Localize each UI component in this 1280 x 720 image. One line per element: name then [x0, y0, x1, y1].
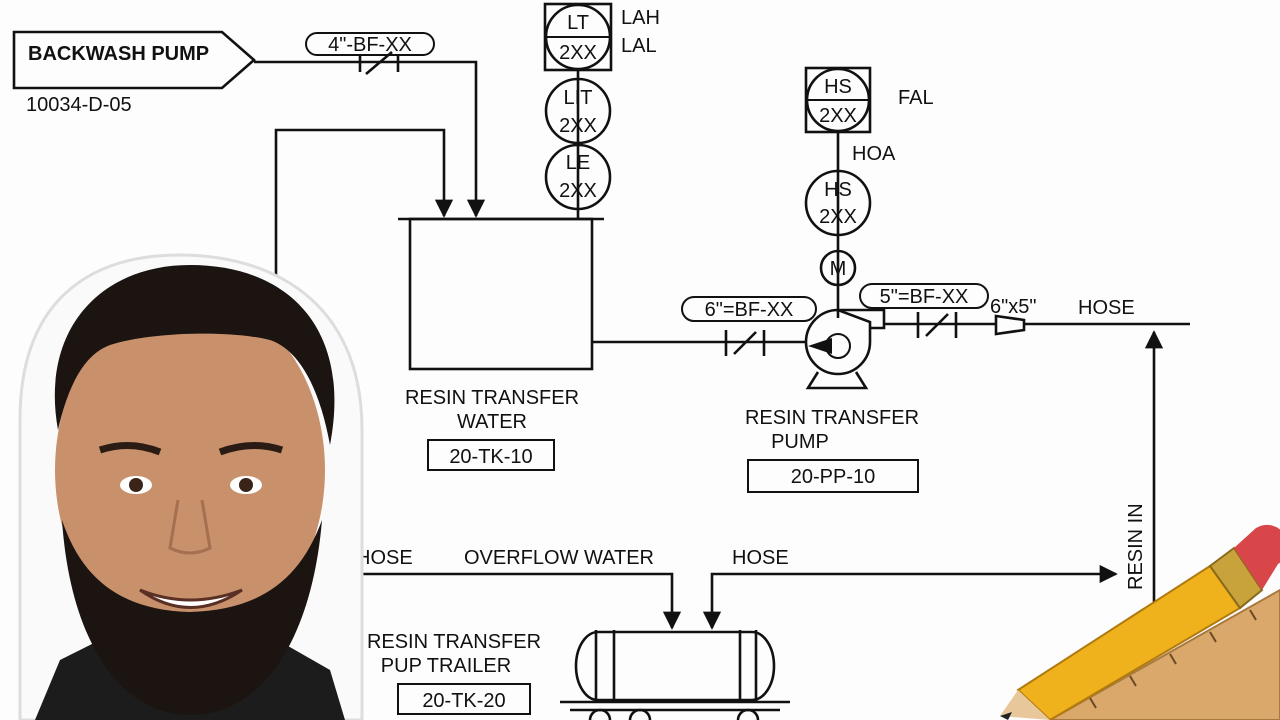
backwash-pump-connector[interactable]: BACKWASH PUMP: [12, 30, 256, 90]
tank-name-1: RESIN TRANSFER: [405, 387, 579, 409]
recirculation-line: [274, 128, 454, 300]
svg-text:2XX: 2XX: [559, 180, 597, 202]
svg-text:M: M: [830, 258, 847, 280]
backwash-line: [254, 60, 486, 218]
hs-panel-instrument[interactable]: HS 2XX: [804, 66, 872, 134]
svg-text:HS: HS: [824, 76, 852, 98]
resin-transfer-pump[interactable]: [804, 308, 886, 390]
fal-alarm-label: FAL: [898, 87, 934, 109]
backwash-pump-ref: 10034-D-05: [26, 94, 132, 116]
resin-transfer-water-tank[interactable]: [398, 217, 604, 371]
trailer-name-2: PUP TRAILER: [381, 655, 511, 677]
line-tag-5in: 5"=BF-XX: [859, 283, 989, 309]
svg-text:LIT: LIT: [564, 87, 593, 109]
resin-transfer-pup-trailer[interactable]: [560, 630, 790, 720]
svg-text:4"-BF-XX: 4"-BF-XX: [328, 34, 412, 56]
reducer-label: 6"x5": [990, 296, 1036, 318]
valve-6in: [724, 330, 766, 356]
tank-name-2: WATER: [457, 411, 527, 433]
pump-name-1: RESIN TRANSFER: [745, 407, 919, 429]
svg-text:6"=BF-XX: 6"=BF-XX: [705, 299, 794, 321]
svg-text:HS: HS: [824, 179, 852, 201]
valve-4in: [358, 51, 400, 75]
overflow-line: [350, 572, 682, 630]
backwash-pump-label: BACKWASH PUMP: [28, 43, 209, 65]
overflow-water-label: OVERFLOW WATER: [464, 547, 654, 569]
pump-tag: 20-PP-10: [747, 459, 919, 493]
hose-right-label: HOSE: [1078, 297, 1135, 319]
svg-text:2XX: 2XX: [819, 105, 857, 127]
svg-text:LT: LT: [567, 12, 589, 34]
svg-text:20-TK-20: 20-TK-20: [422, 690, 505, 712]
resin-in-label: RESIN IN: [1125, 503, 1147, 590]
le-instrument[interactable]: LE 2XX: [544, 143, 612, 211]
hose-to-resin-line: [702, 564, 1118, 630]
reducer-6x5: [994, 314, 1026, 336]
trailer-name-1: RESIN TRANSFER: [367, 631, 541, 653]
svg-text:5"=BF-XX: 5"=BF-XX: [880, 286, 969, 308]
svg-text:2XX: 2XX: [559, 115, 597, 137]
tank-tag: 20-TK-10: [427, 439, 555, 471]
svg-text:20-TK-10: 20-TK-10: [449, 446, 532, 468]
pencil-graphic: [1000, 524, 1280, 720]
motor[interactable]: M: [819, 249, 857, 287]
lt-panel-instrument[interactable]: LT 2XX: [543, 2, 613, 72]
line-tag-6in: 6"=BF-XX: [681, 296, 817, 322]
svg-text:2XX: 2XX: [819, 206, 857, 228]
lit-instrument[interactable]: LIT 2XX: [544, 77, 612, 145]
hose-mid-label: HOSE: [732, 547, 789, 569]
presenter-portrait: [18, 253, 364, 720]
lah-alarm-label: LAH: [621, 7, 660, 29]
ruler-graphic: [1047, 588, 1280, 720]
svg-text:2XX: 2XX: [559, 42, 597, 64]
hose-left-label: HOSE: [356, 547, 413, 569]
lal-alarm-label: LAL: [621, 35, 657, 57]
valve-5in: [916, 312, 958, 338]
svg-text:20-PP-10: 20-PP-10: [791, 466, 876, 488]
pump-name-2: PUMP: [771, 431, 829, 453]
hs-instrument[interactable]: HS 2XX: [804, 169, 872, 237]
trailer-tag: 20-TK-20: [397, 683, 531, 715]
line-tag-4in: 4"-BF-XX: [305, 32, 435, 56]
hoa-label: HOA: [852, 143, 896, 165]
svg-text:LE: LE: [566, 152, 590, 174]
